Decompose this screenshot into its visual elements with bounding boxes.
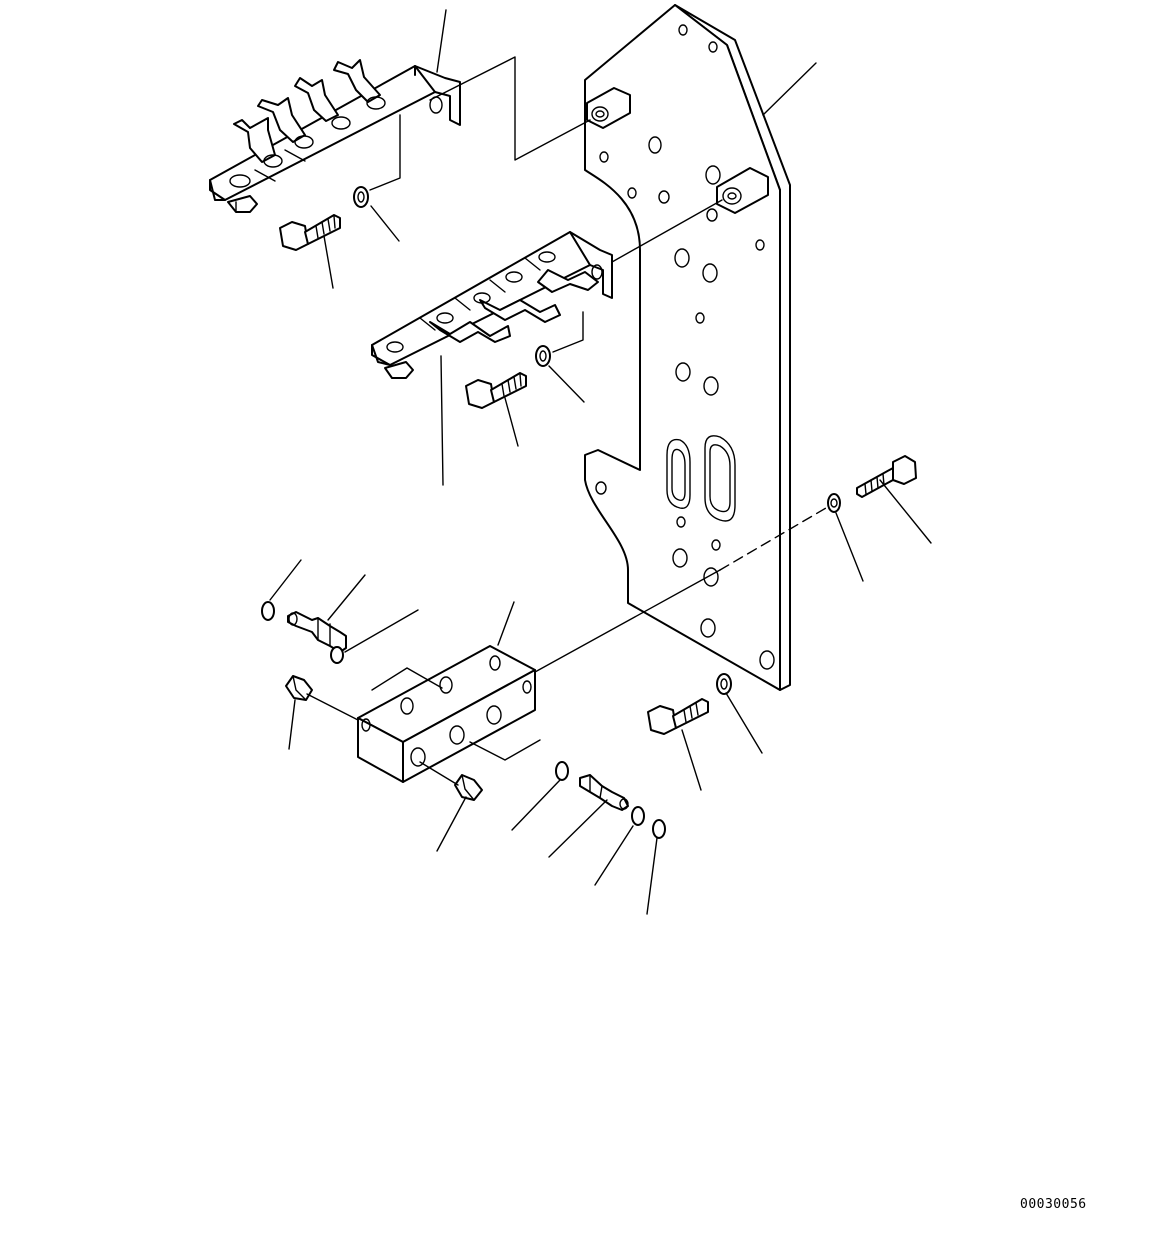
clamp-bracket-lower xyxy=(371,231,613,379)
mounting-plate xyxy=(584,4,791,691)
assembly-lines xyxy=(306,56,827,786)
leader-lines xyxy=(269,9,932,915)
bolt xyxy=(279,214,917,735)
o-ring xyxy=(261,601,666,839)
clamp-bracket-upper xyxy=(209,59,461,213)
drawing-code: 00030056 xyxy=(1020,1197,1087,1212)
block xyxy=(357,645,536,783)
plug xyxy=(285,675,483,801)
washer xyxy=(353,186,841,695)
connector xyxy=(287,611,629,811)
